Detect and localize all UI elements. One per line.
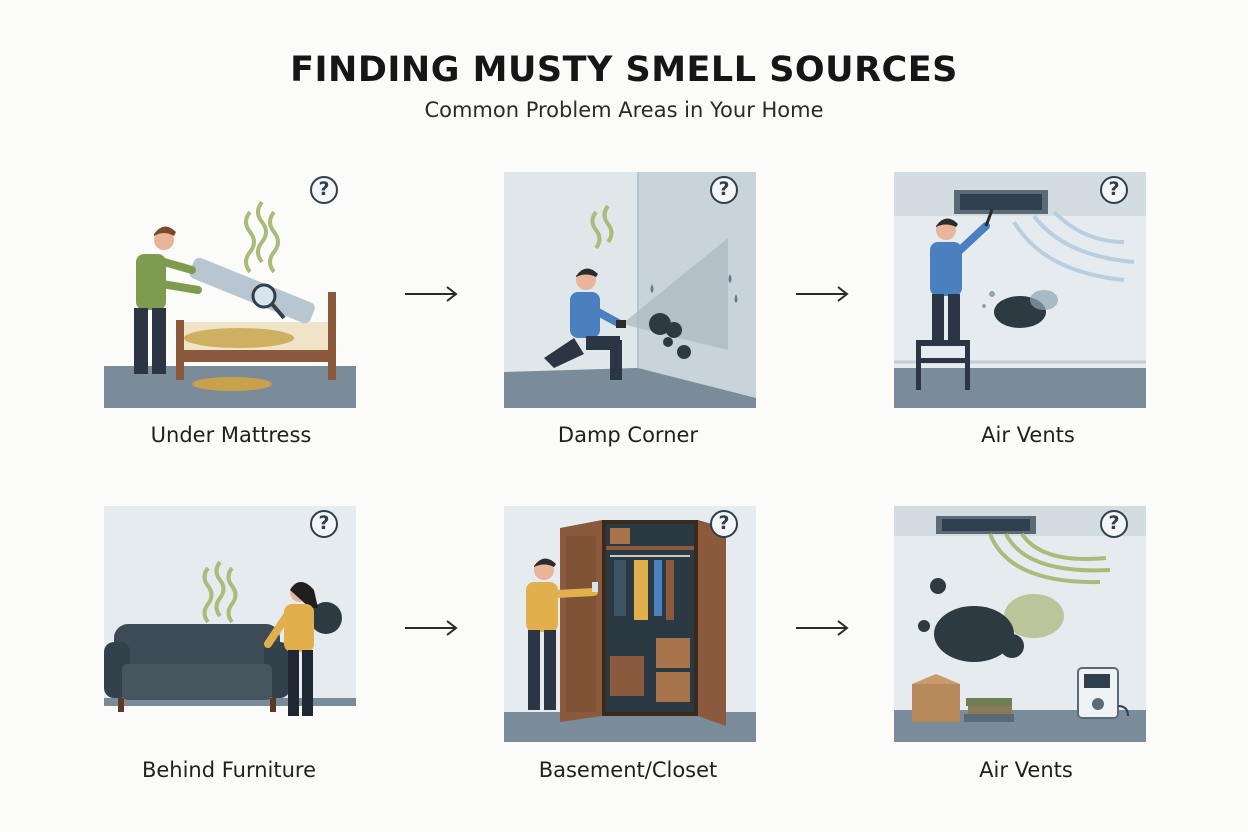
panel-label-behind-furniture: Behind Furniture [141, 758, 317, 782]
panel-behind-furniture: ? [104, 506, 356, 742]
panel-air-vents-room: ? [894, 506, 1146, 742]
page-title: FINDING MUSTY SMELL SOURCES [290, 50, 958, 90]
help-icon: ? [710, 176, 738, 204]
mattress-inspection-illustration [104, 172, 356, 408]
panel-basement-closet: ? [504, 506, 756, 742]
closet-illustration [504, 506, 756, 742]
panel-label-damp-corner: Damp Corner [557, 423, 699, 447]
help-icon: ? [310, 510, 338, 538]
arrow-right-icon [796, 620, 849, 636]
air-vent-inspection-illustration [894, 172, 1146, 408]
panel-label-basement-closet: Basement/Closet [538, 758, 718, 782]
panel-label-air-vents: Air Vents [981, 423, 1075, 447]
panel-damp-corner: ? [504, 172, 756, 408]
help-icon: ? [310, 176, 338, 204]
panel-under-mattress: ? [104, 172, 356, 408]
help-icon: ? [710, 510, 738, 538]
arrow-right-icon [796, 286, 849, 302]
panel-label-air-vents-room: Air Vents [979, 758, 1073, 782]
arrow-right-icon [405, 286, 458, 302]
help-icon: ? [1100, 510, 1128, 538]
panel-air-vents: ? [894, 172, 1146, 408]
damp-corner-illustration [504, 172, 756, 408]
arrow-right-icon [405, 620, 458, 636]
help-icon: ? [1100, 176, 1128, 204]
page-subtitle: Common Problem Areas in Your Home [424, 98, 824, 122]
panel-label-under-mattress: Under Mattress [150, 423, 312, 447]
behind-sofa-illustration [104, 506, 356, 742]
moldy-vent-room-illustration [894, 506, 1146, 742]
